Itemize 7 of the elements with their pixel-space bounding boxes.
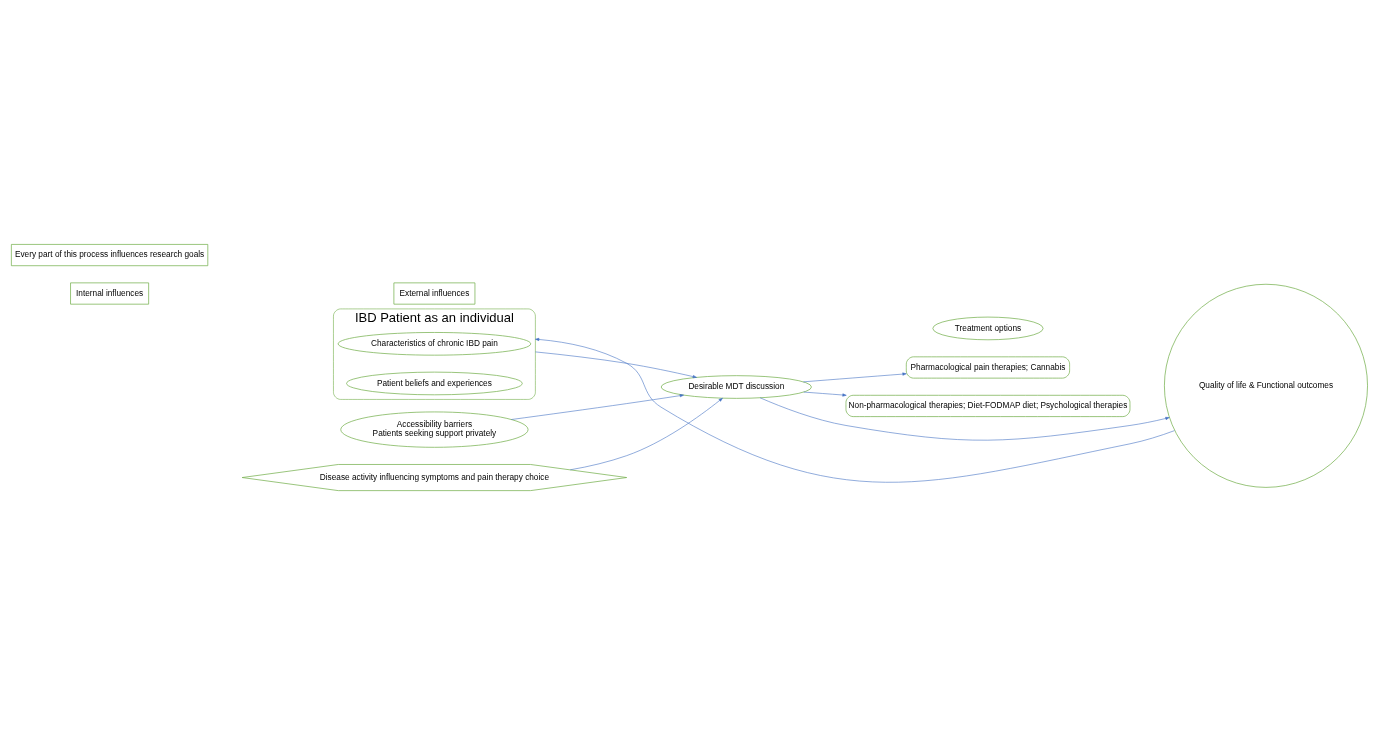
arrow xyxy=(534,351,697,379)
arrow xyxy=(802,372,907,383)
arrow xyxy=(534,337,1175,483)
arrow xyxy=(759,397,1169,441)
arrow xyxy=(510,394,684,420)
arrow xyxy=(569,397,723,471)
arrow xyxy=(802,391,847,397)
